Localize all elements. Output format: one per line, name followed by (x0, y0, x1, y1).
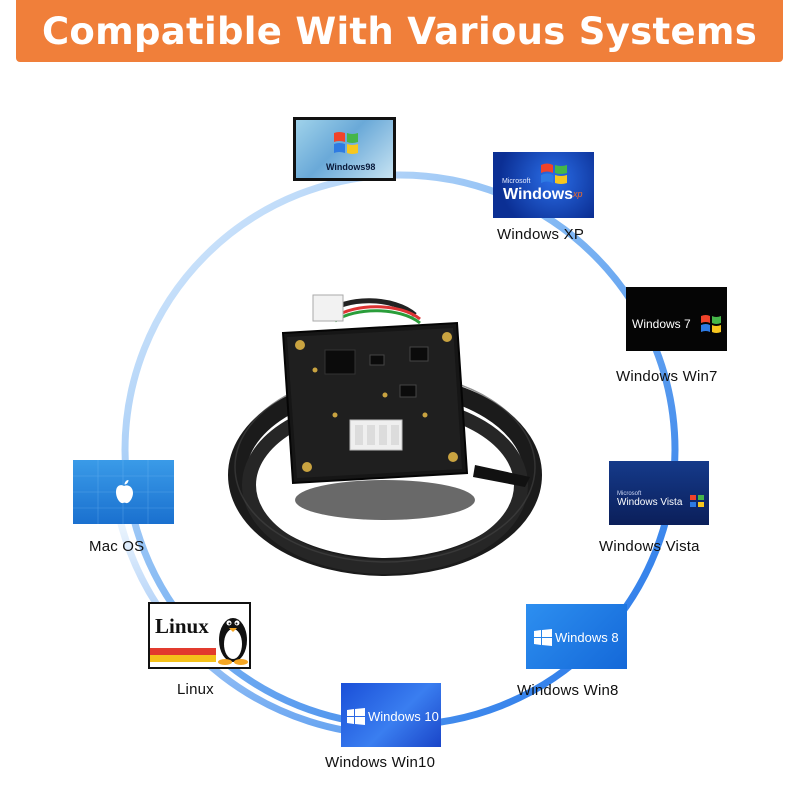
win10-logo-tile: Windows 10 (341, 683, 441, 747)
vista-logo-text: Windows Vista (617, 497, 683, 508)
win8-label: Windows Win8 (517, 682, 619, 699)
win8-logo-tile: Windows 8 (526, 604, 627, 669)
apple-logo-icon (116, 480, 133, 504)
win7-logo-text: Windows 7 (632, 317, 691, 331)
linux-stripe-yellow (150, 655, 216, 662)
win10-label: Windows Win10 (325, 754, 436, 771)
winxp-label: Windows XP (497, 226, 585, 243)
windows-flag-icon (534, 629, 552, 646)
win7-label: Windows Win7 (616, 368, 718, 385)
winxp-logo-small: Microsoft (502, 178, 531, 185)
linux-logo-text: Linux (155, 614, 209, 638)
macos-label: Mac OS (89, 538, 145, 555)
tux-penguin-icon (218, 618, 248, 665)
win98-logo-tile: Windows98 (293, 117, 396, 181)
windows-flag-icon (690, 495, 704, 507)
win98-logo-text: Windows98 (326, 162, 376, 172)
linux-logo-tile: Linux (148, 602, 251, 669)
windows-flag-icon (541, 163, 567, 184)
camera-module-board-icon (228, 294, 542, 576)
linux-label: Linux (177, 681, 214, 698)
vista-logo-tile: Microsoft Windows Vista (609, 461, 709, 525)
winxp-logo-tile: Microsoft Windows xp (493, 152, 594, 218)
title-banner: Compatible With Various Systems (16, 0, 783, 62)
winxp-logo-suffix: xp (573, 189, 583, 199)
win8-logo-text: Windows 8 (555, 630, 619, 645)
vista-label: Windows Vista (599, 538, 700, 555)
win7-logo-tile: Windows 7 (626, 287, 727, 351)
vista-logo-small: Microsoft (617, 491, 642, 497)
banner-title: Compatible With Various Systems (41, 9, 758, 53)
windows-flag-icon (334, 132, 358, 154)
macos-logo-tile (73, 460, 174, 524)
linux-stripe-red (150, 648, 216, 655)
win10-logo-text: Windows 10 (368, 709, 439, 724)
windows-flag-icon (347, 708, 365, 725)
windows-flag-icon (701, 315, 721, 333)
winxp-logo-text: Windows (503, 186, 574, 203)
